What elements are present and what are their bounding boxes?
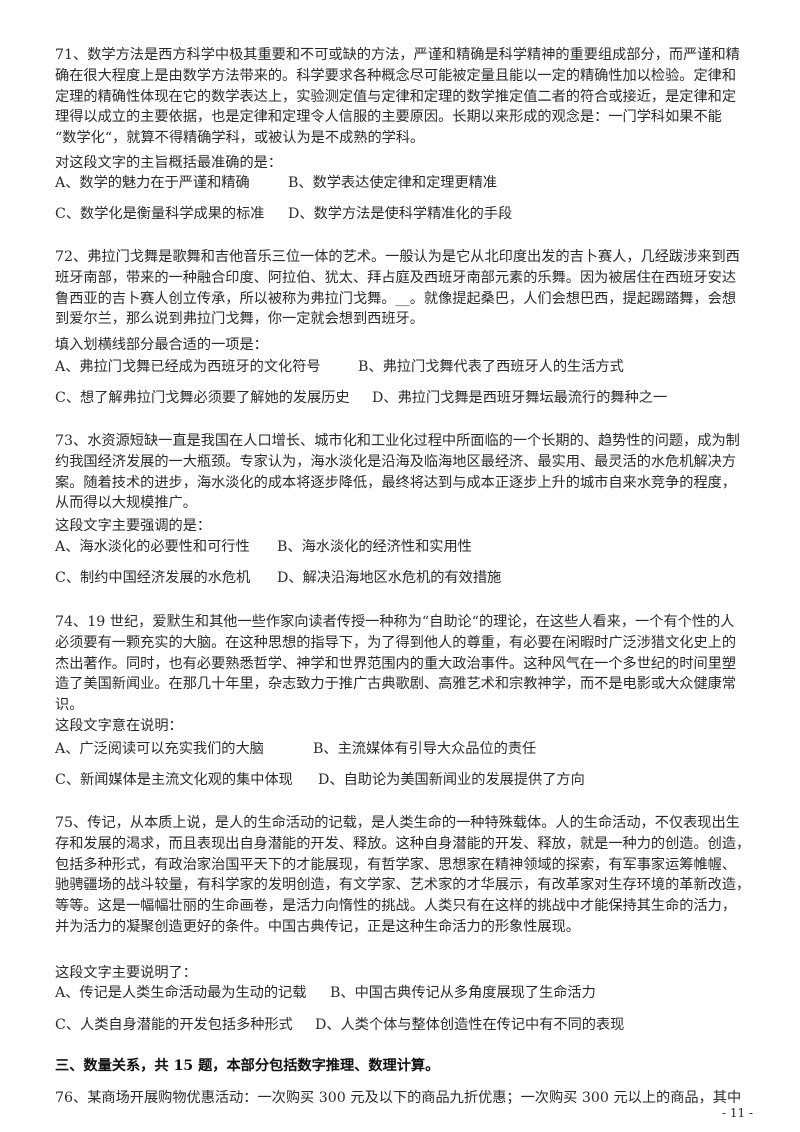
question-paragraph-line: 到爱尔兰，那么说到弗拉门戈舞，你一定就会想到西班牙。: [55, 311, 424, 328]
option-a: A、传记是人类生命活动最为生动的记载: [55, 985, 307, 1001]
option-a: A、数学的魅力在于严谨和精确: [55, 175, 250, 191]
question-paragraph-line: 等等。这是一幅幅壮丽的生命画卷，是活力向惰性的挑战。人类只有在这样的挑战中才能保…: [55, 898, 737, 915]
question-paragraph-line: 从而得以大规模推广。: [55, 495, 197, 512]
question-paragraph-line: 定理的精确性体现在它的数学表达上，实验测定值与定律和定理的数学推定值二者的符合或…: [55, 88, 737, 105]
question-paragraph-line: 约我国经济发展的一大瓶颈。专家认为，海水淡化是沿海及临海地区最经济、最实用、最灵…: [55, 453, 737, 470]
option-c: C、数学化是衡量科学成果的标准: [55, 206, 265, 222]
option-d: D、解决沿海地区水危机的有效措施: [277, 570, 502, 586]
section-heading: 三、数量关系，共 15 题，本部分包括数字推理、数理计算。: [55, 1058, 440, 1074]
question-paragraph-line: 驰骋疆场的战斗较量，有科学家的发明创造，有文学家、艺术家的才华展示，有改革家对生…: [55, 877, 751, 894]
question-prompt: 这段文字主要强调的是：: [55, 518, 212, 534]
question-paragraph-line: 识。: [55, 697, 84, 714]
question-paragraph-line: 必须要有一颗充实的大脑。在这种思想的指导下，为了得到他人的尊重，有必要在闲暇时广…: [55, 634, 737, 651]
option-d: D、自助论为美国新闻业的发展提供了方向: [318, 772, 585, 788]
option-a: A、广泛阅读可以充实我们的大脑: [55, 741, 264, 757]
question-paragraph-line: 71、数学方法是西方科学中极其重要和不可或缺的方法，严谨和精确是科学精神的重要组…: [55, 47, 740, 63]
question-prompt: 这段文字主要说明了：: [55, 965, 197, 981]
option-a: A、弗拉门戈舞已经成为西班牙的文化符号: [55, 359, 321, 375]
question-paragraph-line: 75、传记，从本质上说，是人的生命活动的记载，是人类生命的一种特殊载体。人的生命…: [55, 815, 740, 831]
question-paragraph-line: 73、水资源短缺一直是我国在人口增长、城市化和工业化过程中所面临的一个长期的、趋…: [55, 433, 740, 449]
option-b: B、主流媒体有引导大众品位的责任: [313, 741, 537, 757]
question-prompt: 填入划横线部分最合适的一项是：: [55, 337, 268, 353]
question-paragraph-line: 杰出著作。同时，也有必要熟悉哲学、神学和世界范围内的重大政治事件。这种风气在一个…: [55, 655, 737, 672]
option-c: C、想了解弗拉门戈舞必须要了解她的发展历史: [55, 390, 350, 406]
question-paragraph-line: 并为活力的凝聚创造更好的条件。中国古典传记，正是这种生命活力的形象性展现。: [55, 919, 580, 935]
option-c: C、人类自身潜能的开发包括多种形式: [55, 1017, 293, 1033]
page-number: - 11 -: [722, 1106, 754, 1120]
question-76-text: 76、某商场开展购物优惠活动：一次购买 300 元及以下的商品九折优惠；一次购买…: [55, 1090, 742, 1106]
question-paragraph-line: 案。随着技术的进步，海水淡化的成本将逐步降低，最终将达到与成本正逐步上升的城市自…: [55, 474, 737, 491]
option-d: D、人类个体与整体创造性在传记中有不同的表现: [315, 1017, 625, 1033]
question-paragraph-line: 理得以成立的主要依据，也是定律和定理令人信服的主要原因。长期以来形成的观念是：一…: [55, 109, 722, 126]
question-paragraph-line: 确在很大程度上是由数学方法带来的。科学要求各种概念尽可能被定量且能以一定的精确性…: [55, 67, 737, 84]
question-paragraph-line: 造了美国新闻业。在那几十年里，杂志致力于推广古典歌剧、高雅艺术和宗教神学，而不是…: [55, 676, 737, 693]
question-paragraph-line: 72、弗拉门戈舞是歌舞和吉他音乐三位一体的艺术。一般认为是它从北印度出发的吉卜赛…: [55, 249, 740, 265]
question-paragraph-line: 鲁西亚的吉卜赛人创立传承，所以被称为弗拉门戈舞。__。就像提起桑巴，人们会想巴西…: [55, 290, 737, 307]
option-a: A、海水淡化的必要性和可行性: [55, 539, 250, 555]
option-d: D、弗拉门戈舞是西班牙舞坛最流行的舞种之一: [372, 390, 668, 406]
question-paragraph-line: “数学化“，就算不得精确学科，或被认为是不成熟的学科。: [55, 130, 425, 147]
option-d: D、数学方法是使科学精准化的手段: [288, 206, 513, 222]
option-b: B、海水淡化的经济性和实用性: [277, 539, 472, 555]
option-b: B、数学表达使定律和定理更精准: [288, 175, 498, 191]
question-paragraph-line: 74、19 世纪，爱默生和其他一些作家向读者传授一种称为“自助论“的理论，在这些…: [55, 614, 735, 630]
question-prompt: 这段文字意在说明：: [55, 718, 183, 734]
option-b: B、弗拉门戈舞代表了西班牙人的生活方式: [358, 359, 624, 375]
question-paragraph-line: 存和发展的渴求，而且表现出自身潜能的开发、释放。这种自身潜能的开发、释放，就是一…: [55, 835, 751, 852]
question-prompt: 对这段文字的主旨概括最准确的是：: [55, 155, 283, 171]
question-paragraph-line: 班牙南部，带来的一种融合印度、阿拉伯、犹太、拜占庭及西班牙南部元素的乐舞。因为被…: [55, 269, 737, 286]
option-b: B、中国古典传记从多角度展现了生命活力: [330, 985, 596, 1001]
option-c: C、制约中国经济发展的水危机: [55, 570, 251, 586]
option-c: C、新闻媒体是主流文化观的集中体现: [55, 772, 293, 788]
question-paragraph-line: 包括多种形式，有政治家治国平天下的才能展现，有哲学家、思想家在精神领域的探索，有…: [55, 856, 737, 873]
